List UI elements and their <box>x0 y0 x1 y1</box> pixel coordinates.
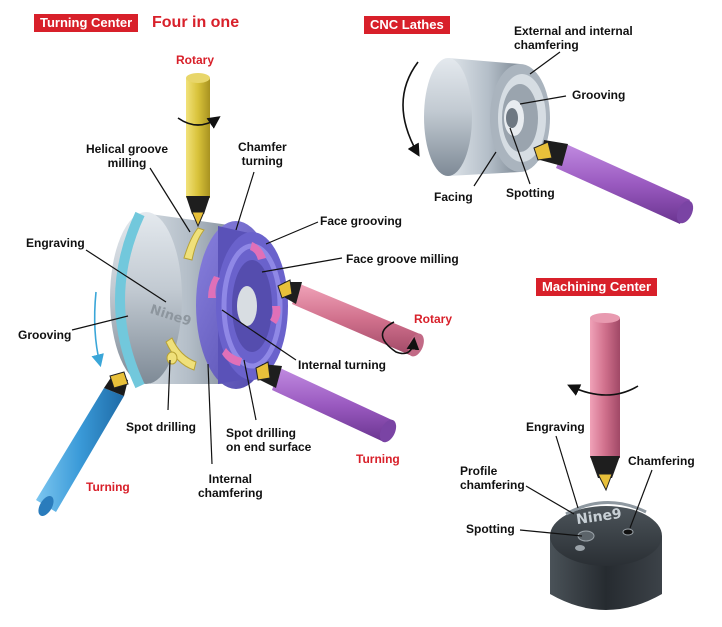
label-ext-int-chamfering: External and internal chamfering <box>514 24 633 52</box>
label-mc-profile-chamfering: Profile chamfering <box>460 464 525 492</box>
cnc-workpiece <box>424 58 550 176</box>
leader-lines-mc <box>519 435 653 537</box>
rotary-tool-pink <box>277 279 424 357</box>
label-chamfer-turning: Chamfer turning <box>238 140 287 168</box>
turning-tool-purple <box>255 361 397 443</box>
label-spot-drilling: Spot drilling <box>126 420 196 434</box>
label-cnc-grooving: Grooving <box>572 88 626 102</box>
cnc-rotation-arrow <box>402 61 420 157</box>
turning-tool-blue <box>36 371 129 516</box>
label-grooving: Grooving <box>18 328 72 342</box>
label-mc-engraving: Engraving <box>526 420 585 434</box>
turning-center-headline: Four in one <box>152 14 240 31</box>
label-spot-drilling-end: Spot drilling on end surface <box>226 426 312 454</box>
label-cnc-facing: Facing <box>434 190 473 204</box>
leader-lines-turning <box>71 167 343 465</box>
label-helical-groove-milling: Helical groove milling <box>86 142 169 170</box>
label-face-groove-milling: Face groove milling <box>346 252 459 266</box>
label-face-grooving: Face grooving <box>320 214 403 228</box>
label-rotary-right: Rotary <box>414 312 453 326</box>
rotary-tool-yellow <box>177 73 221 228</box>
cnc-lathes-tag: CNC Lathes <box>364 16 450 34</box>
label-mc-spotting: Spotting <box>466 522 515 536</box>
label-engraving: Engraving <box>26 236 85 250</box>
machining-center-tag: Machining Center <box>536 278 658 296</box>
cnc-tool-purple <box>533 140 694 224</box>
rotation-arrow-cyan <box>91 291 104 368</box>
label-turning-left: Turning <box>86 480 130 494</box>
label-internal-chamfering: Internal chamfering <box>198 472 263 500</box>
leader-lines-cnc <box>473 51 567 187</box>
label-turning-right: Turning <box>356 452 400 466</box>
turning-workpiece: Nine9 <box>110 211 288 389</box>
label-cnc-spotting: Spotting <box>506 186 555 200</box>
machining-tool-pink <box>567 313 639 492</box>
machining-block: Nine9 <box>550 501 662 610</box>
label-mc-chamfering: Chamfering <box>628 454 695 468</box>
label-rotary-top: Rotary <box>176 53 215 67</box>
engraving-mark-mc: Nine9 <box>575 506 623 528</box>
label-internal-turning: Internal turning <box>298 358 386 372</box>
turning-center-tag: Turning Center <box>34 14 139 32</box>
